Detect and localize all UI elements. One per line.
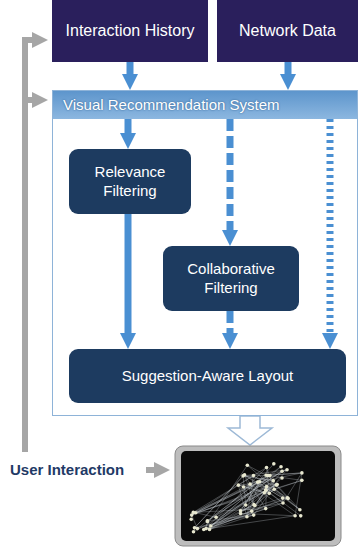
graph-node bbox=[189, 517, 193, 521]
graph-edge bbox=[204, 503, 283, 529]
flow-arrow bbox=[125, 214, 132, 337]
screen bbox=[181, 451, 335, 541]
graph-node bbox=[300, 471, 304, 475]
graph-node bbox=[206, 519, 210, 523]
graph-node bbox=[252, 503, 256, 507]
graph-node bbox=[271, 479, 275, 483]
network-graph bbox=[189, 462, 303, 534]
graph-node bbox=[196, 527, 200, 531]
graph-node bbox=[246, 463, 250, 467]
node-label: Suggestion-Aware Layout bbox=[122, 367, 294, 386]
graph-edge bbox=[197, 475, 266, 528]
graph-edge bbox=[204, 505, 254, 530]
node-label: Interaction History bbox=[66, 21, 195, 41]
graph-edge bbox=[209, 505, 253, 530]
flow-arrow bbox=[125, 119, 132, 137]
graph-node bbox=[264, 507, 268, 511]
graph-edge bbox=[268, 475, 300, 509]
process-box: Suggestion-Aware Layout bbox=[69, 349, 346, 403]
graph-edge bbox=[196, 480, 302, 512]
node-label: Relevance Filtering bbox=[77, 163, 183, 201]
graph-node bbox=[214, 515, 218, 519]
graph-edge bbox=[240, 490, 265, 511]
graph-node bbox=[281, 501, 285, 505]
graph-node bbox=[242, 485, 246, 489]
node-label: Network Data bbox=[239, 21, 336, 41]
graph-edge bbox=[193, 482, 259, 513]
system-band: Visual Recommendation System bbox=[53, 91, 357, 119]
output-arrow bbox=[228, 416, 272, 445]
graph-node bbox=[279, 465, 283, 469]
graph-edge bbox=[255, 489, 274, 505]
graph-edge bbox=[243, 475, 268, 476]
graph-node bbox=[281, 496, 285, 500]
graph-node bbox=[192, 530, 196, 534]
graph-edge bbox=[264, 480, 302, 492]
flow-arrow bbox=[327, 119, 334, 337]
graph-node bbox=[243, 473, 247, 477]
graph-node bbox=[299, 514, 303, 518]
graph-edge bbox=[195, 515, 254, 528]
graph-edge bbox=[241, 513, 296, 515]
flow-arrow bbox=[227, 311, 234, 337]
screen-frame bbox=[175, 446, 341, 546]
flow-arrow bbox=[285, 62, 292, 78]
graph-node bbox=[280, 469, 284, 473]
node-label: Collaborative Filtering bbox=[171, 260, 291, 298]
graph-node bbox=[300, 479, 304, 483]
graph-node bbox=[250, 509, 254, 513]
graph-edge bbox=[238, 485, 255, 505]
graph-node bbox=[268, 492, 272, 496]
graph-edge bbox=[240, 503, 283, 511]
graph-edge bbox=[252, 470, 287, 511]
graph-node bbox=[245, 515, 249, 519]
graph-node bbox=[272, 487, 276, 491]
graph-node bbox=[237, 483, 241, 487]
process-box: Relevance Filtering bbox=[69, 149, 191, 214]
system-container: Visual Recommendation SystemRelevance Fi… bbox=[52, 90, 358, 416]
graph-node bbox=[244, 503, 248, 507]
input-box: Interaction History bbox=[52, 0, 208, 62]
graph-node bbox=[264, 488, 268, 492]
graph-node bbox=[274, 483, 278, 487]
graph-node bbox=[206, 520, 210, 524]
graph-node bbox=[256, 480, 260, 484]
graph-node bbox=[204, 527, 208, 531]
graph-edge bbox=[283, 473, 302, 503]
graph-node bbox=[298, 508, 302, 512]
graph-node bbox=[252, 513, 256, 517]
graph-edge bbox=[253, 476, 299, 510]
graph-node bbox=[239, 512, 243, 516]
feedback-label: User Interaction bbox=[10, 461, 124, 478]
graph-node bbox=[191, 511, 195, 515]
graph-node bbox=[248, 482, 252, 486]
graph-node bbox=[280, 476, 284, 480]
flow-arrow bbox=[127, 62, 134, 78]
graph-node bbox=[286, 497, 290, 501]
graph-node bbox=[266, 474, 270, 478]
graph-node bbox=[286, 496, 290, 500]
graph-node bbox=[265, 485, 269, 489]
graph-edge bbox=[211, 487, 267, 526]
graph-node bbox=[272, 462, 276, 466]
flow-arrow bbox=[227, 119, 234, 234]
graph-node bbox=[285, 468, 289, 472]
feedback-line bbox=[25, 40, 36, 452]
process-box: Collaborative Filtering bbox=[163, 246, 299, 311]
graph-node bbox=[252, 474, 256, 478]
feedback-branch bbox=[25, 97, 36, 103]
graph-node bbox=[209, 524, 213, 528]
graph-node bbox=[265, 466, 269, 470]
interaction-arrow bbox=[146, 467, 158, 473]
input-box: Network Data bbox=[217, 0, 358, 62]
graph-edge bbox=[247, 465, 300, 510]
graph-node bbox=[253, 504, 257, 508]
graph-node bbox=[208, 528, 212, 532]
graph-edge bbox=[258, 464, 274, 482]
graph-node bbox=[293, 514, 297, 518]
graph-node bbox=[275, 483, 279, 487]
